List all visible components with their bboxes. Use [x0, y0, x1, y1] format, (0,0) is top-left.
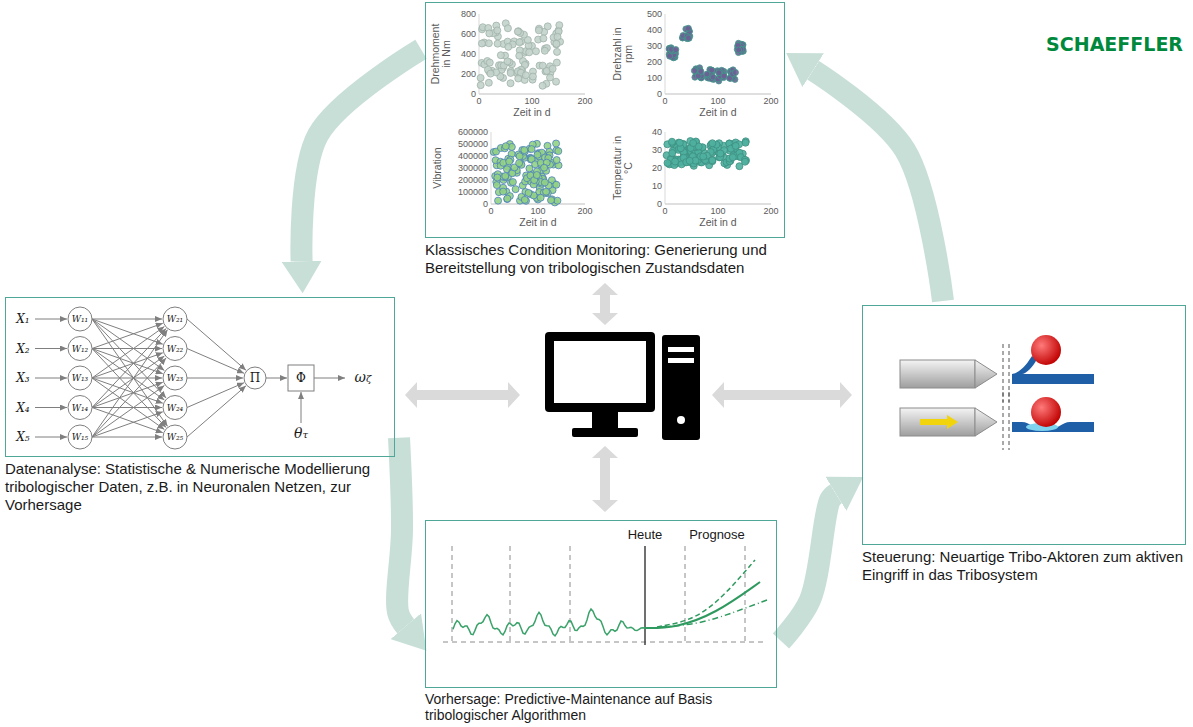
- tick-label: 100: [530, 206, 545, 216]
- tick-label: 200: [577, 206, 592, 216]
- cycle-arrow: [397, 438, 406, 626]
- double-arrow: [592, 283, 618, 325]
- tick-label: 200: [763, 206, 778, 216]
- panel-illustration: [425, 2, 785, 238]
- tick-label: 0: [662, 96, 667, 106]
- tick-label: 400: [461, 49, 476, 59]
- panel-box: Datenanalyse: Statistische & Numerische …: [5, 297, 395, 457]
- timeline-label: Heute: [628, 527, 663, 542]
- tick-label: 100000: [458, 187, 488, 197]
- tick-label: 600000: [458, 127, 488, 137]
- double-arrow: [592, 446, 618, 512]
- neural-network: [35, 307, 345, 449]
- tick-label: 100: [710, 96, 725, 106]
- axis-title: Temperatur in °C: [612, 135, 634, 201]
- axis-title: Zeit in d: [519, 217, 556, 228]
- axis-title: Zeit in d: [699, 217, 736, 228]
- double-arrows: [405, 283, 852, 512]
- panel-illustration: [5, 297, 395, 457]
- threshold-label: θτ: [294, 425, 308, 443]
- tick-label: 100: [524, 96, 539, 106]
- tick-label: 0: [662, 206, 667, 216]
- cycle-arrow: [813, 70, 943, 301]
- double-arrow: [712, 382, 852, 408]
- scatter-chart: [490, 132, 585, 206]
- tick-label: 0: [657, 89, 662, 99]
- axis-title: Drehmoment in Nm: [430, 21, 452, 87]
- input-label: X₁: [16, 312, 29, 326]
- input-label: X₄: [16, 401, 29, 415]
- panel-caption: Vorhersage: Predictive-Maintenance auf B…: [425, 691, 795, 723]
- tick-label: 500: [647, 9, 662, 19]
- cycle-arrow: [781, 494, 836, 641]
- double-arrow: [405, 382, 520, 408]
- panel-illustration: [425, 520, 777, 688]
- tick-label: 200: [647, 57, 662, 67]
- input-label: X₃: [16, 371, 29, 385]
- tick-label: 200000: [458, 175, 488, 185]
- tick-label: 100: [710, 206, 725, 216]
- tribo-actuator: [900, 335, 1094, 450]
- computer-icon: [545, 332, 700, 440]
- panel-box: Vorhersage: Predictive-Maintenance auf B…: [425, 520, 777, 688]
- panel-caption: Steuerung: Neuartige Tribo-Aktoren zum a…: [862, 548, 1188, 584]
- input-label: X₂: [16, 342, 29, 356]
- tick-label: 0: [471, 89, 476, 99]
- tick-label: 30: [652, 145, 662, 155]
- input-label: X₅: [16, 430, 29, 444]
- tick-label: 800: [461, 9, 476, 19]
- tick-label: 500000: [458, 139, 488, 149]
- tick-label: 0: [488, 206, 493, 216]
- panel-box: Steuerung: Neuartige Tribo-Aktoren zum a…: [862, 305, 1186, 545]
- tick-label: 200: [461, 69, 476, 79]
- forecast-chart: [443, 546, 767, 645]
- tick-label: 300000: [458, 163, 488, 173]
- tick-label: 100: [647, 73, 662, 83]
- tick-label: 400000: [458, 151, 488, 161]
- tick-label: 200: [577, 96, 592, 106]
- scatter-chart: [663, 132, 771, 204]
- tick-label: 200: [763, 96, 778, 106]
- tick-label: 300: [647, 41, 662, 51]
- panel-illustration: [862, 305, 1186, 545]
- scatter-chart: [477, 14, 585, 94]
- tick-label: 0: [483, 199, 488, 209]
- panel-box: Klassisches Condition Monitoring: Generi…: [425, 2, 785, 238]
- axis-title: Zeit in d: [513, 107, 550, 118]
- axis-title: Drehzahl in rpm: [612, 21, 634, 87]
- tick-label: 40: [652, 127, 662, 137]
- axis-title: Zeit in d: [699, 107, 736, 118]
- tick-label: 10: [652, 181, 662, 191]
- axis-title: Vibration: [432, 135, 443, 201]
- tick-label: 600: [461, 29, 476, 39]
- output-label: ωζ: [355, 369, 372, 387]
- panel-caption: Klassisches Condition Monitoring: Generi…: [425, 241, 855, 277]
- timeline-label: Prognose: [689, 527, 745, 542]
- tick-label: 400: [647, 25, 662, 35]
- company-logo: SCHAEFFLER: [1046, 33, 1183, 55]
- panel-caption: Datenanalyse: Statistische & Numerische …: [5, 460, 377, 514]
- scatter-chart: [665, 14, 771, 94]
- cycle-arrow: [301, 49, 421, 261]
- tick-label: 0: [657, 199, 662, 209]
- tick-label: 20: [652, 163, 662, 173]
- tick-label: 0: [476, 96, 481, 106]
